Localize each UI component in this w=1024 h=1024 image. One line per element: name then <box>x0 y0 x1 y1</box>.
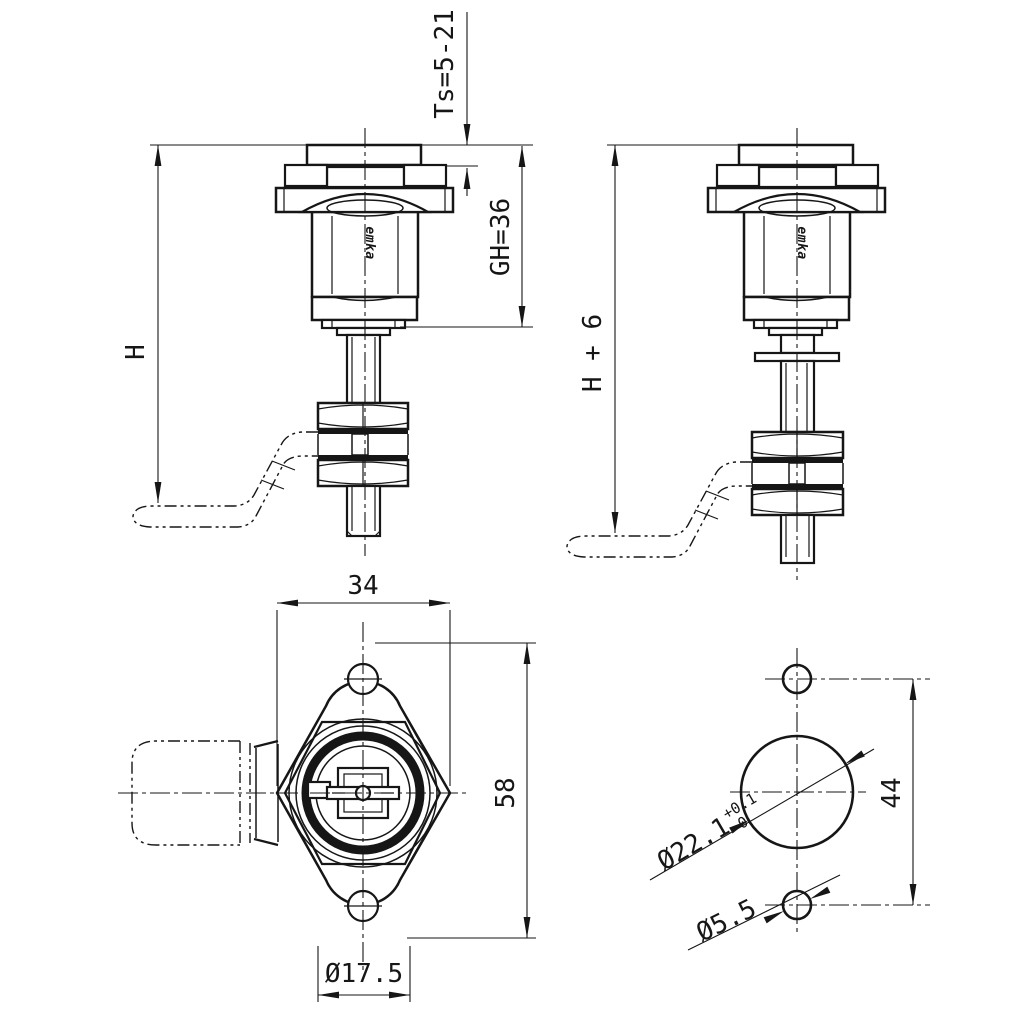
dim-label-gh: GH=36 <box>486 198 516 276</box>
washer-band-upper <box>318 429 408 434</box>
cam-bend-lines <box>260 460 296 490</box>
dim-label-h6: H + 6 <box>578 314 608 392</box>
dim-label-ts: Ts=5-21 <box>430 9 460 119</box>
dimension-h: H <box>121 144 307 503</box>
cam-hub <box>317 433 409 456</box>
arrowhead <box>518 146 526 167</box>
center-lines <box>118 622 470 972</box>
flange-chamfer-lines <box>294 713 432 873</box>
arrowhead <box>909 884 917 905</box>
arrowhead <box>463 168 471 189</box>
arrowhead <box>318 991 339 999</box>
arrowhead <box>523 643 531 664</box>
head-cap <box>305 143 423 167</box>
dimension-screw-hole-diameter: Ø5.5 <box>687 874 841 951</box>
dimension-height-58: 58 <box>375 642 536 939</box>
dimension-ts: Ts=5-21 <box>421 9 533 196</box>
mounting-cutout-view: 44 Ø22.1 +0.1 0 Ø5.5 <box>649 648 930 951</box>
arrowhead <box>518 306 526 327</box>
dim-label-d22-1: Ø22.1 <box>652 812 735 877</box>
hex-facet-lines <box>331 216 399 294</box>
dimension-gh: GH=36 <box>400 146 533 328</box>
threaded-shaft-upper <box>345 333 382 405</box>
dim-label-58: 58 <box>491 777 521 808</box>
arrowhead <box>429 599 450 607</box>
flange-edge-lines <box>283 188 446 212</box>
dimension-hole-spacing-44: 44 <box>877 679 917 905</box>
cam-lever-phantom <box>132 431 318 528</box>
cam-hub-edges <box>255 744 279 842</box>
dim-label-d5-5: Ø5.5 <box>692 894 761 949</box>
dim-label-34: 34 <box>347 571 378 601</box>
arrowhead <box>389 991 410 999</box>
head-flange-right <box>402 163 448 188</box>
retainer-notches <box>331 320 396 328</box>
arrowhead <box>611 512 619 533</box>
arrowhead <box>763 907 786 924</box>
washer-band-lower <box>318 455 408 460</box>
brand-logo-text: emka <box>362 226 377 259</box>
center-lines <box>730 648 930 936</box>
dimension-lobe-diameter: Ø17.5 <box>317 946 411 1002</box>
cam-bend-lines <box>694 490 730 520</box>
side-view-right: H + 6 <box>566 128 887 580</box>
arrowhead <box>154 145 162 166</box>
hex-nut-upper <box>316 401 410 431</box>
side-view-left: H Ts=5-21 GH=36 <box>121 9 533 556</box>
front-view: 34 58 Ø17.5 <box>118 571 536 1002</box>
cam-lever-phantom <box>566 461 752 558</box>
dimension-h-plus-6: H + 6 <box>578 144 739 533</box>
arrowhead <box>523 917 531 938</box>
retainer-washer <box>320 318 407 330</box>
arrowhead <box>611 145 619 166</box>
arrowhead <box>463 124 471 145</box>
arrowhead <box>277 599 298 607</box>
dimension-width-34: 34 <box>276 571 451 786</box>
body-bottom-arc <box>332 296 397 302</box>
cam-lever-phantom-front <box>131 739 279 847</box>
dim-label-44: 44 <box>877 777 907 808</box>
arrowhead <box>909 679 917 700</box>
arrowhead <box>154 482 162 503</box>
dim-label-h: H <box>121 344 151 360</box>
head-flange-left <box>283 163 329 188</box>
dim-label-d17-5: Ø17.5 <box>325 959 403 989</box>
hub-retainer-tabs <box>253 739 279 847</box>
threaded-shaft-lower <box>345 484 382 538</box>
hex-nut-lower <box>316 458 410 488</box>
